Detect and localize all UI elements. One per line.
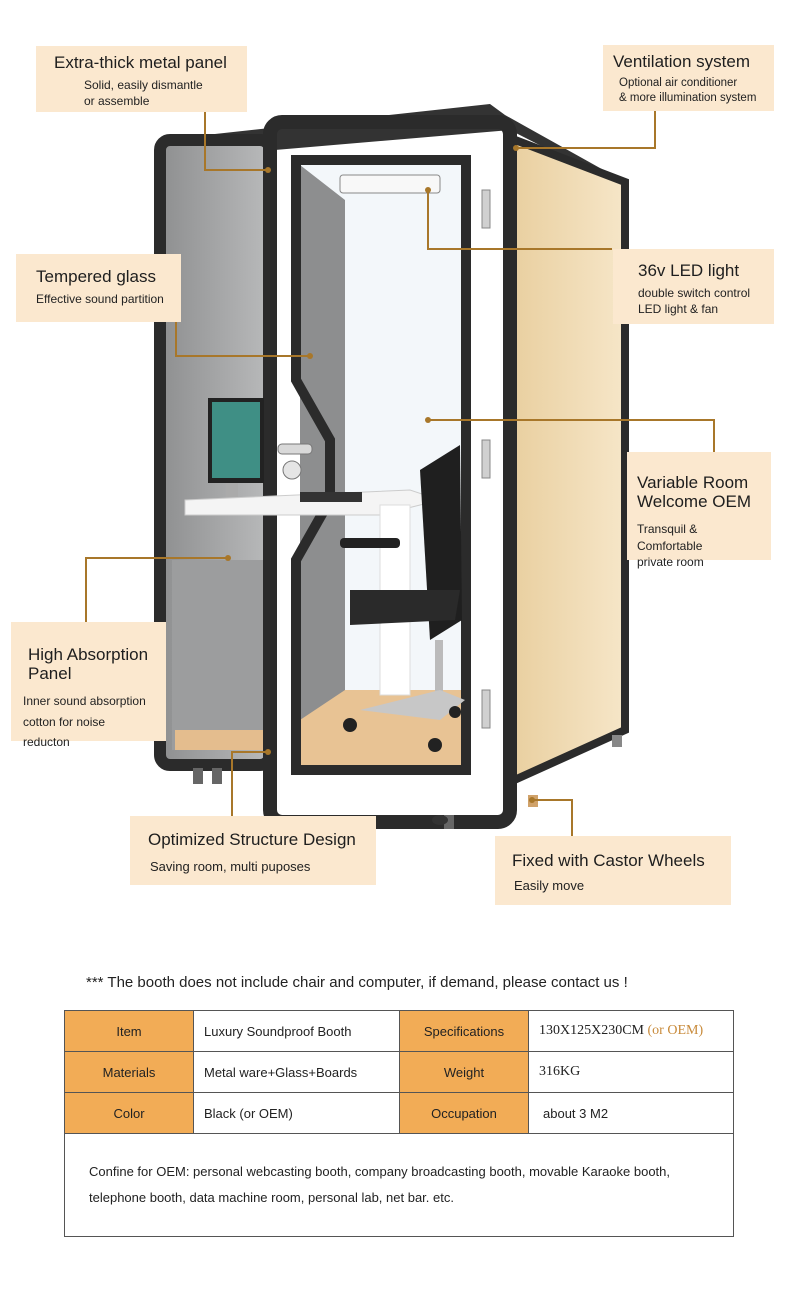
callout-sub-line: Inner sound absorption [23, 694, 146, 709]
door-handle [277, 443, 313, 480]
callout-sub-line: private room [637, 554, 704, 569]
callout-subtitle: Transquil & Comfortable private room [637, 521, 757, 570]
monitor [208, 398, 264, 497]
callout-title-line: Panel [28, 663, 72, 683]
occupation-label: Occupation [399, 1092, 529, 1134]
item-label: Item [64, 1010, 194, 1052]
spec-value-text: 130X125X230CM [539, 1023, 645, 1038]
callout-sub-line: double switch control [638, 285, 751, 300]
table-row: Materials Metal ware+Glass+Boards Weight… [64, 1051, 734, 1093]
materials-value: Metal ware+Glass+Boards [193, 1051, 400, 1093]
callout-title: Ventilation system [613, 52, 751, 71]
callout-sub-line: Transquil & Comfortable [637, 522, 703, 553]
callout-subtitle: Easily move [514, 877, 585, 893]
weight-label: Weight [399, 1051, 529, 1093]
callout-sub-line: LED light & fan [638, 301, 719, 316]
callout-sub-line: Solid, easily dismantle [84, 77, 203, 92]
callout-title: Extra-thick metal panel [54, 53, 227, 72]
spec-table: Item Luxury Soundproof Booth Specificati… [64, 1010, 734, 1237]
table-row: Item Luxury Soundproof Booth Specificati… [64, 1010, 734, 1052]
callout-title: Tempered glass [36, 267, 157, 286]
table-row: Confine for OEM: personal webcasting boo… [64, 1133, 734, 1237]
oem-line: Confine for OEM: personal webcasting boo… [89, 1164, 671, 1179]
callout-subtitle: Inner sound absorption cotton for noise … [23, 691, 152, 752]
callout-variable-room: Variable Room Welcome OEM Transquil & Co… [627, 452, 771, 569]
callout-sub-line: cotton for noise reducton [23, 714, 106, 750]
door-frame [263, 115, 517, 829]
callout-subtitle: Optional air conditioner & more illumina… [613, 76, 760, 107]
item-value: Luxury Soundproof Booth [193, 1010, 400, 1052]
spec-value: 130X125X230CM (or OEM) [528, 1010, 734, 1052]
wood-side-panel [506, 132, 629, 789]
callout-title-line: Welcome OEM [637, 491, 751, 511]
color-label: Color [64, 1092, 194, 1134]
table-row: Color Black (or OEM) Occupation about 3 … [64, 1092, 734, 1134]
callout-subtitle: Solid, easily dismantle or assemble [54, 77, 233, 109]
callout-subtitle: Effective sound partition [36, 291, 164, 306]
callout-title: High Absorption Panel [23, 645, 152, 683]
callout-structure: Optimized Structure Design Saving room, … [130, 816, 376, 885]
callout-led-light: 36v LED light double switch control LED … [613, 249, 774, 324]
disclaimer-note: *** The booth does not include chair and… [86, 974, 628, 991]
occupation-value: about 3 M2 [528, 1092, 734, 1134]
callout-sub-line: & more illumination system [619, 92, 757, 105]
callout-subtitle: Saving room, multi puposes [150, 858, 311, 874]
callout-ventilation: Ventilation system Optional air conditio… [603, 45, 774, 111]
oem-description: Confine for OEM: personal webcasting boo… [64, 1133, 734, 1237]
materials-label: Materials [64, 1051, 194, 1093]
callout-title-line: Variable Room [637, 473, 749, 492]
callout-title: Optimized Structure Design [148, 830, 356, 849]
callout-castor-wheels: Fixed with Castor Wheels Easily move [495, 836, 731, 905]
weight-value: 316KG [528, 1051, 734, 1093]
oem-line: telephone booth, data machine room, pers… [89, 1190, 454, 1205]
office-chair [340, 445, 465, 752]
callout-sub-line: or assemble [84, 93, 150, 108]
callout-subtitle: double switch control LED light & fan [638, 285, 760, 317]
callout-title: Variable Room Welcome OEM [637, 473, 757, 511]
callout-sub-line: Optional air conditioner [619, 76, 738, 89]
booth-illustration [154, 104, 629, 829]
callout-absorption-panel: High Absorption Panel Inner sound absorp… [11, 622, 166, 749]
callout-title: 36v LED light [638, 261, 740, 280]
spec-value-oem: (or OEM) [644, 1023, 704, 1038]
callout-title: Fixed with Castor Wheels [512, 851, 705, 870]
spec-label: Specifications [399, 1010, 529, 1052]
color-value: Black (or OEM) [193, 1092, 400, 1134]
callout-metal-panel: Extra-thick metal panel Solid, easily di… [36, 46, 247, 112]
callout-tempered-glass: Tempered glass Effective sound partition [16, 254, 181, 322]
callout-title-line: High Absorption [28, 645, 149, 664]
